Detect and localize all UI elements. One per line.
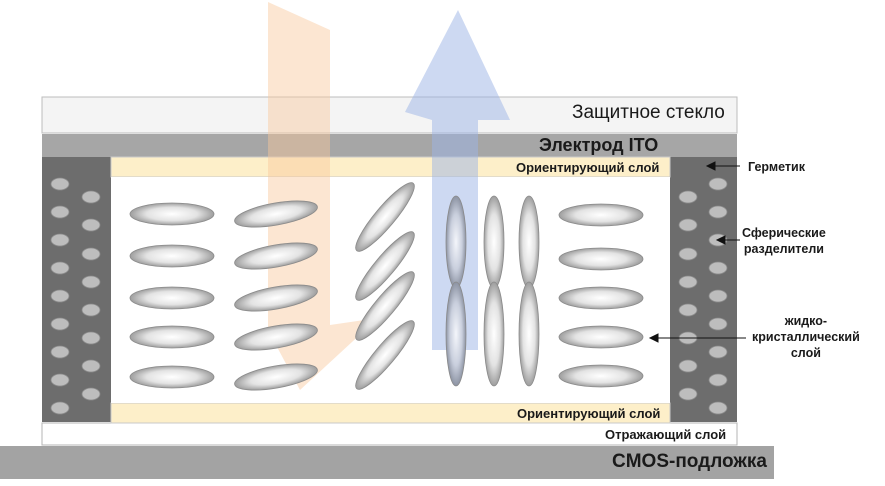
- ito-electrode-layer: [42, 134, 737, 157]
- lc-molecule: [234, 242, 318, 270]
- lc-molecule: [558, 247, 644, 271]
- lc-molecule: [558, 364, 644, 388]
- spacer-sphere: [678, 303, 698, 317]
- spacer-sphere: [50, 401, 70, 415]
- spacer-sphere: [678, 247, 698, 261]
- lc-molecule: [129, 244, 215, 268]
- spacer-sphere: [81, 331, 101, 345]
- spacer-sphere: [50, 233, 70, 247]
- cmos-substrate-layer: [0, 446, 774, 479]
- ito-electrode-label: Электрод ITO: [539, 135, 659, 155]
- lc-molecule: [558, 286, 644, 310]
- spacer-sphere: [678, 218, 698, 232]
- lc-molecule: [558, 203, 644, 227]
- spacer-sphere: [678, 275, 698, 289]
- lc-molecule: [129, 286, 215, 310]
- spacers-callout-line-1: Сферические: [742, 226, 826, 240]
- spacer-sphere: [50, 289, 70, 303]
- spacer-sphere: [81, 303, 101, 317]
- spacer-sphere: [81, 247, 101, 261]
- spacer-sphere: [678, 387, 698, 401]
- lc-molecules: [129, 182, 644, 391]
- lc-molecule: [483, 281, 505, 387]
- lc-molecule: [355, 182, 415, 252]
- reflected-light-arrow: [405, 10, 510, 350]
- lc-molecule: [234, 200, 318, 228]
- spacer-sphere: [81, 190, 101, 204]
- alignment-bottom-label: Ориентирующий слой: [517, 406, 661, 421]
- spacer-sphere: [50, 261, 70, 275]
- spacer-sphere: [708, 261, 728, 275]
- lc-molecule: [518, 281, 540, 387]
- lc-molecule: [355, 231, 415, 301]
- spacer-sphere: [708, 317, 728, 331]
- lc-callout-line-1: жидко-: [784, 314, 828, 328]
- spacer-sphere: [708, 345, 728, 359]
- spacer-sphere: [678, 359, 698, 373]
- cmos-substrate-label: CMOS-подложка: [612, 451, 767, 472]
- spacer-spheres-right: [678, 177, 728, 415]
- lc-molecule: [445, 281, 467, 387]
- alignment-top-label: Ориентирующий слой: [516, 160, 660, 175]
- lc-molecule: [445, 195, 467, 289]
- spacer-sphere: [81, 387, 101, 401]
- lc-molecule: [234, 363, 318, 391]
- spacers-callout-label: Сферические разделители: [742, 225, 826, 257]
- lc-molecule: [129, 202, 215, 226]
- spacer-sphere: [708, 177, 728, 191]
- lc-callout-line-2: кристаллический: [752, 330, 860, 344]
- lc-callout-line-3: слой: [790, 346, 821, 360]
- spacer-sphere: [81, 218, 101, 232]
- lc-molecule: [558, 325, 644, 349]
- lc-molecule: [234, 323, 318, 351]
- lc-molecule: [129, 325, 215, 349]
- spacer-spheres-left: [50, 177, 101, 415]
- spacer-sphere: [678, 190, 698, 204]
- reflective-layer-label: Отражающий слой: [605, 427, 727, 442]
- lc-molecule: [355, 271, 415, 341]
- spacer-sphere: [708, 401, 728, 415]
- spacer-sphere: [81, 359, 101, 373]
- spacer-sphere: [50, 345, 70, 359]
- spacer-sphere: [708, 289, 728, 303]
- sealant-callout-label: Герметик: [748, 160, 805, 174]
- lc-layer-callout-label: жидко- кристаллический слой: [752, 313, 860, 361]
- spacer-sphere: [50, 317, 70, 331]
- spacer-sphere: [81, 275, 101, 289]
- lc-molecule: [234, 284, 318, 312]
- protective-glass-layer: [41, 96, 738, 134]
- spacer-sphere: [50, 205, 70, 219]
- lc-molecule: [355, 320, 415, 390]
- spacer-sphere: [50, 177, 70, 191]
- lc-molecule: [518, 195, 540, 289]
- callout-arrows: [648, 161, 746, 343]
- spacer-sphere: [50, 373, 70, 387]
- spacers-callout-line-2: разделители: [743, 242, 824, 256]
- lc-molecule: [483, 195, 505, 289]
- spacer-sphere: [708, 205, 728, 219]
- spacer-sphere: [708, 373, 728, 387]
- protective-glass-label: Защитное стекло: [572, 102, 725, 123]
- lc-molecule: [129, 365, 215, 389]
